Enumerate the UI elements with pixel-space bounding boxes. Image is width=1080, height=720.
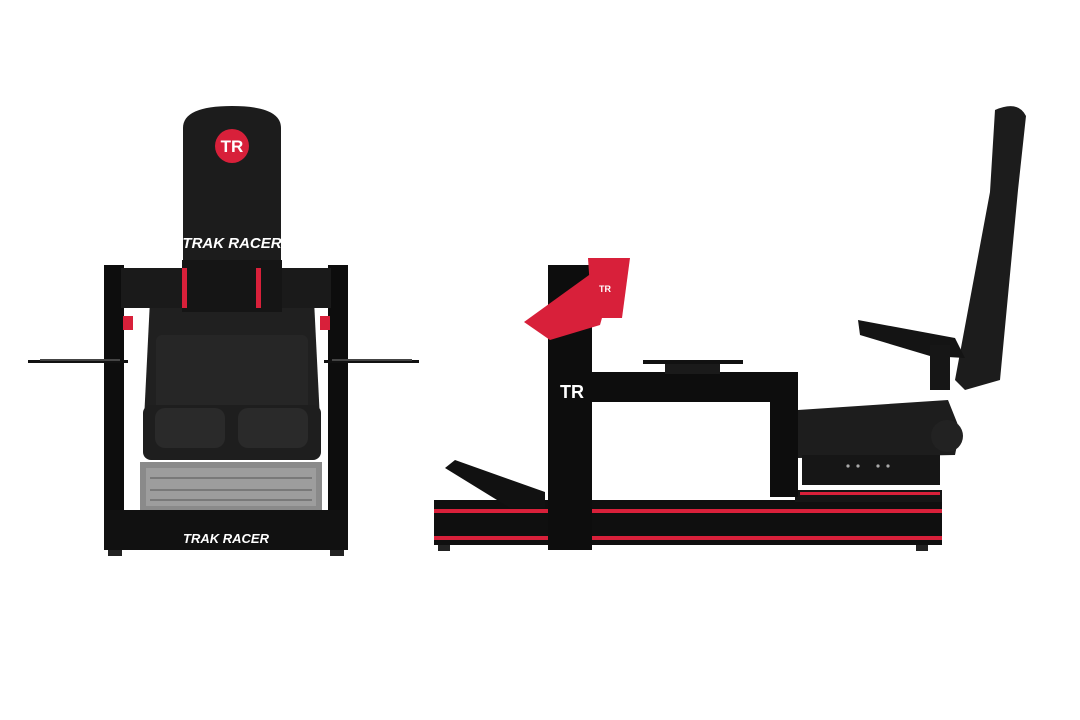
wheel-mount-plate xyxy=(588,258,630,318)
side-backrest xyxy=(955,106,1026,391)
upright-logo: TR xyxy=(560,382,584,402)
pedal-plate xyxy=(445,460,545,508)
seat-brand-text: TRAK RACER xyxy=(182,235,281,252)
left-harness-strap xyxy=(182,268,187,308)
base-brand-text: TRAK RACER xyxy=(183,531,270,546)
right-harness-strap xyxy=(256,268,261,308)
seat-slider xyxy=(802,455,940,485)
rear-post xyxy=(770,372,798,497)
side-seat-base xyxy=(798,400,960,458)
right-upright xyxy=(328,265,348,550)
seat-backrest xyxy=(183,106,281,300)
right-mount-arm xyxy=(324,360,419,363)
shifter-plate xyxy=(643,360,743,364)
rail-stripe-top xyxy=(434,509,942,513)
left-mount-arm xyxy=(28,360,128,363)
headrest-logo-text: TR xyxy=(221,137,244,156)
recline-pivot xyxy=(931,420,963,452)
bracket-logo: TR xyxy=(599,284,611,294)
side-view: TR TR xyxy=(434,106,1026,551)
headrest-logo xyxy=(215,129,249,163)
front-view: TR TRAK RACER TRAK RACER xyxy=(28,106,419,556)
left-upright xyxy=(104,265,124,550)
seat-cushion-panel xyxy=(156,335,308,410)
side-arm xyxy=(592,372,798,402)
rail-stripe-bottom xyxy=(434,536,942,540)
front-base-rail xyxy=(104,510,348,550)
